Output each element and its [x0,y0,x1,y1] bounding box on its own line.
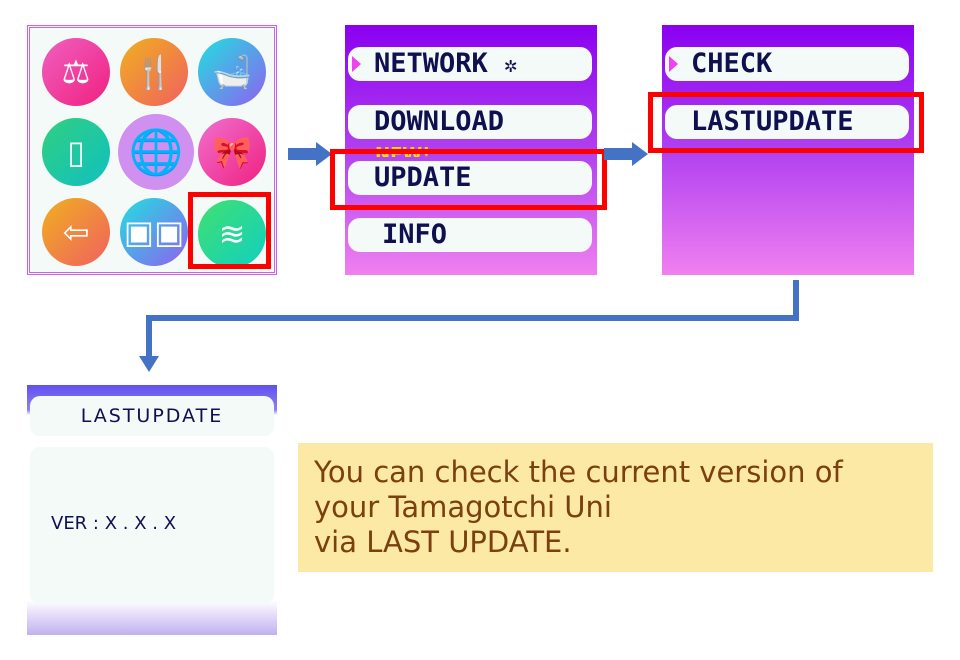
lastupdate-title: LASTUPDATE [30,396,274,436]
gear-icon: ✲ [504,53,518,78]
label: LASTUPDATE [691,106,854,137]
version-text: VER : X . X . X [51,513,177,534]
bath-icon: 🛁 [198,38,266,106]
menu-item-info[interactable]: INFO [348,218,592,252]
tamagotchi-link-icon: ▣▣ [120,198,188,266]
label: NETWORK [374,48,488,79]
update-highlight [330,149,607,210]
menu-item-download[interactable]: DOWNLOAD [348,105,592,139]
door-exit-icon: ⇦ [42,198,110,266]
note-line: You can check the current version of [314,455,843,489]
menu-item-network[interactable]: NETWORK ✲ [348,47,592,81]
explanation-note: You can check the current version of you… [298,443,933,572]
label: CHECK [691,48,773,79]
fork-knife-icon: 🍴 [120,38,188,106]
selector-arrow-icon [352,56,361,72]
wifi-icon[interactable]: ≋ [198,200,266,268]
main-menu-screen: ⚖ 🍴 🛁 ▯ 🌐 🎀 ⇦ ▣▣ ≋ [27,25,277,275]
wifi-highlight [188,192,271,269]
menu-item-update[interactable]: UPDATE [348,161,592,195]
note-line: via LAST UPDATE. [314,525,572,559]
note-line: your Tamagotchi Uni [314,490,612,524]
menu-item-check[interactable]: CHECK [665,47,909,81]
menu-item-lastupdate[interactable]: LASTUPDATE [665,105,909,139]
lastupdate-highlight [648,92,924,153]
lastupdate-screen: LASTUPDATE VER : X . X . X [27,385,277,635]
globe-icon: 🌐 [118,114,194,190]
label: UPDATE [374,162,472,193]
ribbon-house-icon: 🎀 [198,118,266,186]
version-box [30,447,274,604]
scale-icon: ⚖ [42,38,110,106]
label: INFO [382,219,448,250]
selector-arrow-icon [669,56,678,72]
label: DOWNLOAD [374,106,505,137]
connector-arrow [139,280,799,372]
phone-icon: ▯ [42,118,110,186]
